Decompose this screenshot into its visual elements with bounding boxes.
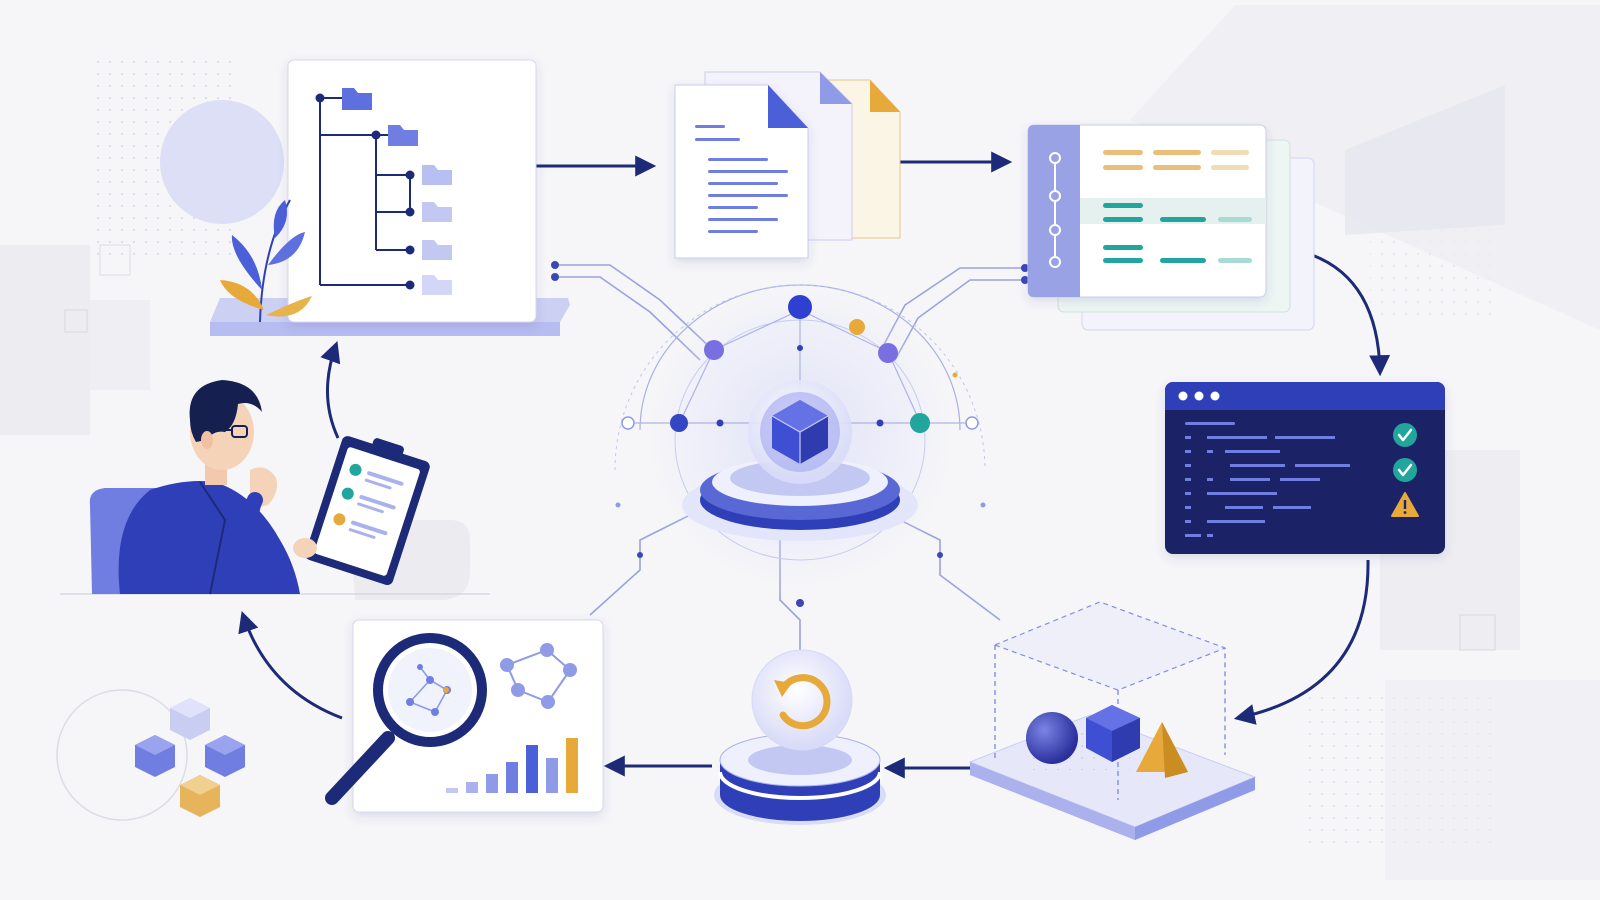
check-icon (333, 463, 362, 526)
person-clipboard-icon (60, 380, 490, 595)
check-icon (1393, 458, 1417, 482)
hexagon-cube-icon (771, 400, 829, 464)
arrow-reviewer-to-tree (320, 341, 341, 439)
cube-sphere-pyramid-icon (968, 601, 1257, 840)
magnifier-chart-icon (325, 619, 604, 813)
flow-arrows (238, 151, 1391, 779)
warning-icon (1391, 492, 1419, 517)
arrow-code-to-shapes (1233, 559, 1370, 725)
central-hub (614, 270, 986, 600)
connector-ports (551, 261, 1029, 607)
folder-tree-icon (319, 97, 411, 286)
plant-decoration (220, 199, 312, 323)
background-decoration (0, 5, 1600, 880)
arrow-analysis-to-reviewer (238, 611, 343, 720)
code-terminal-icon (1165, 382, 1445, 554)
check-icon (1393, 423, 1417, 447)
document-stack-icon (674, 71, 901, 259)
folder-tree-panel (210, 59, 570, 336)
table-records-icon (1027, 124, 1315, 331)
stacked-cubes-icon (135, 698, 245, 817)
refresh-icon (779, 674, 831, 730)
arrow-records-to-code (1311, 253, 1391, 377)
refresh-pedestal (714, 649, 886, 825)
folder-icon (342, 88, 452, 295)
